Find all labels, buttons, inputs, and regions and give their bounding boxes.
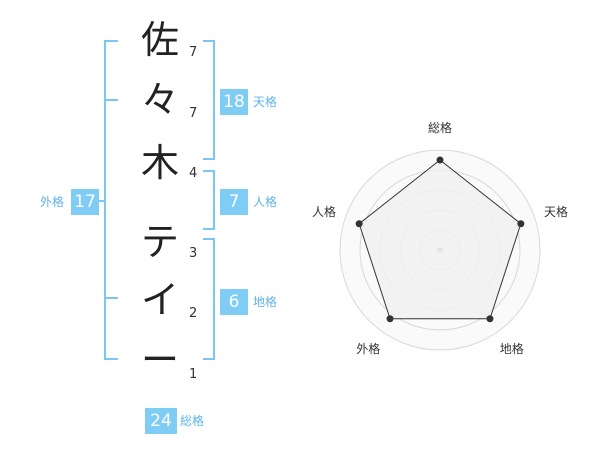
stroke-count-6: 1: [189, 367, 198, 382]
gaikaku-label: 外格: [40, 195, 65, 209]
radar-axis-label-1: 総格: [427, 121, 452, 135]
stroke-count-1: 7: [189, 45, 198, 60]
radar-polygon: [358, 159, 522, 320]
radar-point-1: [436, 156, 444, 164]
radar-shape: [355, 156, 525, 323]
radar-axis-label-2: 天格: [544, 205, 569, 220]
radar-axis-label-4: 外格: [356, 341, 381, 356]
soukaku-label: 総格: [180, 414, 205, 428]
stroke-count-4: 3: [189, 246, 198, 261]
radar-axis-label-3: 地格: [499, 341, 524, 356]
name-char-5: イ: [140, 278, 179, 322]
chikaku-badge: 6: [220, 289, 248, 315]
tenkaku-label: 天格: [253, 95, 278, 109]
stroke-count-2: 7: [189, 106, 198, 121]
radar-point-2: [517, 220, 525, 228]
radar-axis-label-5: 人格: [311, 205, 336, 220]
soukaku-badge: 24: [145, 408, 177, 434]
name-char-6: ー: [140, 338, 179, 382]
jinkaku-badge: 7: [220, 189, 248, 215]
stroke-count-5: 2: [189, 306, 198, 321]
name-char-3: 木: [140, 141, 179, 185]
chikaku-label: 地格: [253, 295, 278, 309]
name-char-1: 佐: [140, 18, 179, 62]
radar-point-4: [386, 315, 394, 323]
radar-point-5: [355, 220, 363, 228]
tenkaku-badge: 18: [220, 89, 248, 115]
radar-point-3: [486, 315, 494, 323]
name-char-2: 々: [140, 78, 179, 122]
jinkaku-label: 人格: [253, 195, 278, 209]
gaikaku-badge: 17: [71, 189, 99, 215]
name-char-4: テ: [140, 220, 179, 264]
stroke-count-3: 4: [189, 166, 198, 181]
